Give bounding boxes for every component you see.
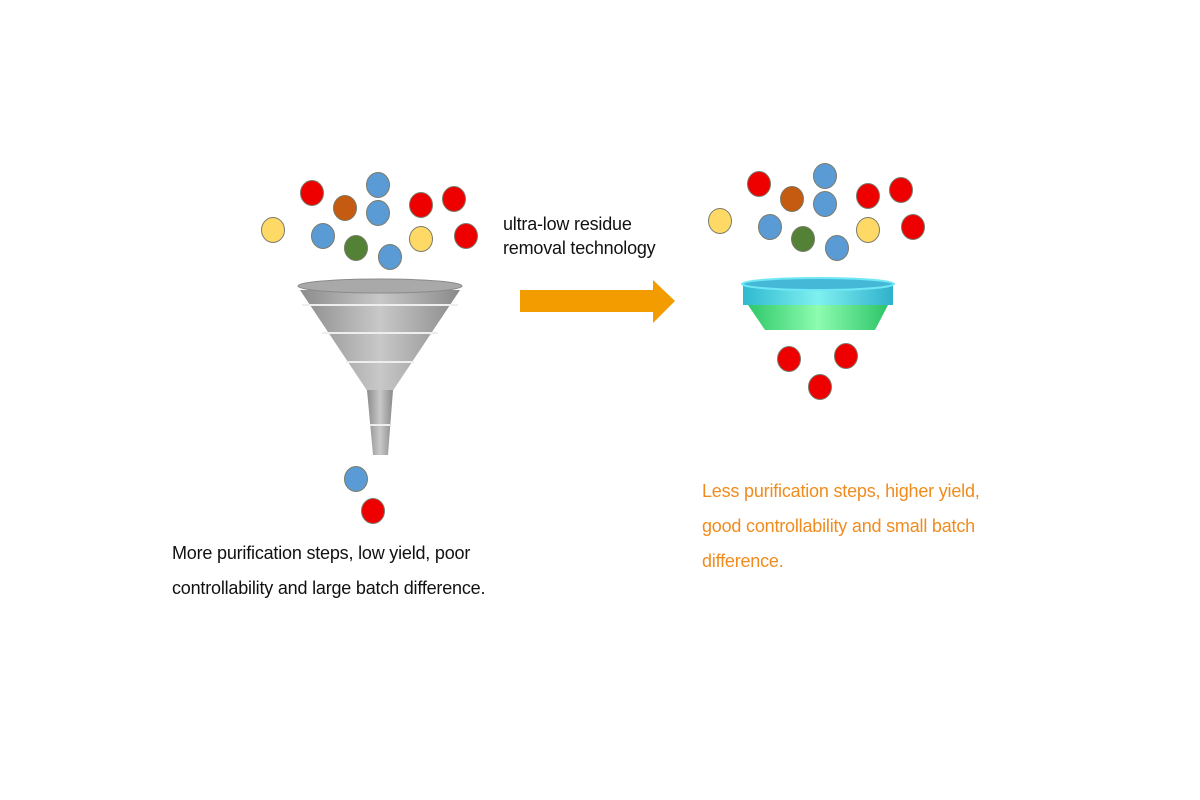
gray-funnel-icon — [297, 278, 463, 455]
green-filter-icon — [741, 277, 895, 330]
red-particle — [409, 192, 433, 218]
right-caption-line2: good controllability and small batch — [702, 516, 975, 536]
right-caption-line1: Less purification steps, higher yield, — [702, 481, 980, 501]
blue-particle — [366, 172, 390, 198]
right-arrow-icon — [520, 280, 675, 323]
arrow-label-line2: removal technology — [503, 238, 656, 258]
arrow-label-line1: ultra-low residue — [503, 214, 632, 234]
green-particle — [791, 226, 815, 252]
right-caption-line3: difference. — [702, 551, 784, 571]
left-caption-line1: More purification steps, low yield, poor — [172, 543, 471, 563]
red-particle — [808, 374, 832, 400]
right-caption: Less purification steps, higher yield, g… — [702, 474, 1032, 579]
red-particle — [747, 171, 771, 197]
red-particle — [901, 214, 925, 240]
yellow-particle — [708, 208, 732, 234]
red-particle — [889, 177, 913, 203]
yellow-particle — [409, 226, 433, 252]
red-particle — [454, 223, 478, 249]
brown-particle — [333, 195, 357, 221]
right-output-particles — [777, 343, 858, 400]
red-particle — [300, 180, 324, 206]
blue-particle — [813, 163, 837, 189]
yellow-particle — [856, 217, 880, 243]
left-output-particles — [344, 466, 385, 524]
red-particle — [777, 346, 801, 372]
arrow-label: ultra-low residue removal technology — [503, 212, 656, 260]
blue-particle — [311, 223, 335, 249]
yellow-particle — [261, 217, 285, 243]
blue-particle — [344, 466, 368, 492]
red-particle — [834, 343, 858, 369]
left-input-particles — [261, 172, 478, 270]
green-particle — [344, 235, 368, 261]
blue-particle — [366, 200, 390, 226]
blue-particle — [825, 235, 849, 261]
right-input-particles — [708, 163, 925, 261]
blue-particle — [758, 214, 782, 240]
left-caption-line2: controllability and large batch differen… — [172, 578, 486, 598]
red-particle — [361, 498, 385, 524]
brown-particle — [780, 186, 804, 212]
red-particle — [856, 183, 880, 209]
red-particle — [442, 186, 466, 212]
blue-particle — [813, 191, 837, 217]
blue-particle — [378, 244, 402, 270]
left-caption: More purification steps, low yield, poor… — [172, 536, 485, 606]
